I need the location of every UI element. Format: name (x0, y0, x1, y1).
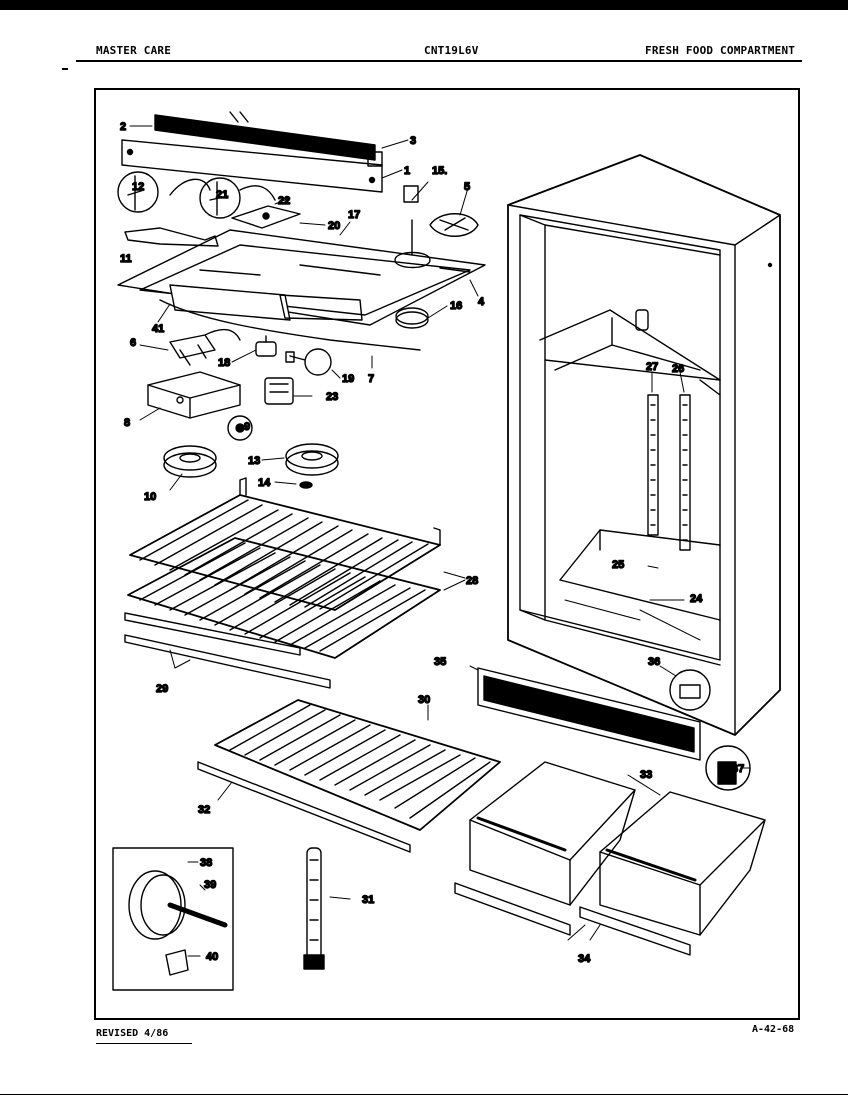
switch-23 (264, 377, 294, 405)
switch-18 (255, 335, 277, 357)
crisper-drawer-left (469, 761, 636, 906)
callout-22: 22 (278, 195, 290, 207)
callout-38: 38 (200, 857, 212, 869)
margin-mark (62, 68, 68, 70)
diagram-frame (94, 88, 800, 1020)
hinge-detail-36 (669, 669, 711, 711)
callout-15: 15. (432, 165, 447, 177)
door-stop-31 (303, 847, 325, 970)
callout-40: 40 (206, 951, 218, 963)
footer-revised: REVISED 4/86 (96, 1028, 169, 1039)
callout-12: 12 (132, 181, 144, 193)
callout-37: 37 (732, 763, 744, 775)
callout-19: 19 (342, 373, 354, 385)
crisper-cover-shelf (214, 699, 501, 831)
cabinet-liner (507, 154, 781, 736)
callout-13: 13 (248, 455, 260, 467)
detail-circle-21 (199, 177, 276, 219)
shelf-rail-right (679, 394, 691, 551)
footer-rule (96, 1043, 192, 1044)
clip-bracket-11 (124, 227, 219, 247)
callout-2: 2 (120, 121, 126, 133)
light-shield-bar (154, 111, 376, 161)
detail-circle-12 (117, 171, 159, 213)
callout-25: 25 (612, 559, 624, 571)
roller-10 (163, 445, 217, 478)
callout-7: 7 (368, 373, 374, 385)
callout-10: 10 (144, 491, 156, 503)
callout-18: 18 (218, 357, 230, 369)
callout-27: 27 (646, 361, 658, 373)
shelf-rail-left (647, 394, 659, 536)
header-brand: MASTER CARE (96, 44, 172, 57)
fan-assembly (394, 185, 479, 269)
drawer-track-34 (454, 882, 691, 956)
callout-11: 11 (120, 253, 132, 265)
air-duct-cover (121, 139, 383, 193)
kickplate-35 (477, 667, 701, 761)
callout-16: 16 (450, 300, 462, 312)
wire-harness (169, 178, 211, 196)
light-socket-box-8 (147, 371, 241, 419)
footer-reference: A-42-68 (752, 1024, 795, 1035)
shelf-trim-29 (124, 612, 331, 689)
callout-34: 34 (578, 953, 591, 965)
callout-33: 33 (640, 769, 652, 781)
inset-detail-box (112, 847, 234, 991)
callout-36: 36 (648, 656, 660, 668)
callout-20: 20 (328, 220, 340, 232)
callout-31: 31 (362, 894, 374, 906)
callout-14: 14 (258, 477, 271, 489)
damper-knob (395, 307, 429, 329)
washer-14 (299, 481, 313, 489)
callout-39: 39 (204, 879, 216, 891)
header-section: FRESH FOOD COMPARTMENT (645, 44, 796, 57)
thermostat-6 (169, 328, 241, 366)
callout-29: 29 (156, 683, 168, 695)
callout-32: 32 (198, 804, 210, 816)
callout-28: 28 (466, 575, 478, 587)
wire-shelf-upper (129, 477, 441, 611)
crisper-drawer-right (599, 791, 766, 936)
callout-30: 30 (418, 694, 430, 706)
callout-8: 8 (124, 417, 130, 429)
roller-13 (285, 443, 339, 476)
header-rule (76, 60, 802, 62)
callout-26: 26 (672, 363, 684, 375)
callout-3: 3 (410, 135, 416, 147)
callout-21: 21 (216, 189, 228, 201)
callout-23: 23 (326, 391, 338, 403)
callout-5: 5 (464, 181, 470, 193)
detail-circle-9 (227, 415, 253, 441)
top-border-bar (0, 0, 848, 10)
light-bulb-19 (285, 348, 332, 376)
leader-lines (129, 125, 751, 957)
callout-41: 41 (152, 323, 164, 335)
shelf-trim-32 (197, 761, 411, 853)
callout-17: 17 (348, 209, 360, 221)
callout-6: 6 (130, 337, 136, 349)
bottom-border-line (0, 1094, 848, 1095)
control-housing (117, 229, 486, 326)
callout-35: 35 (434, 656, 446, 668)
callout-4: 4 (478, 296, 485, 308)
header-model: CNT19L6V (424, 44, 479, 57)
plate-20 (231, 205, 301, 229)
callout-24: 24 (690, 593, 703, 605)
wire-lead-7 (159, 299, 421, 351)
callout-1: 1 (404, 165, 410, 177)
callout-9: 9 (244, 421, 250, 433)
wire-shelf-lower (127, 537, 441, 659)
